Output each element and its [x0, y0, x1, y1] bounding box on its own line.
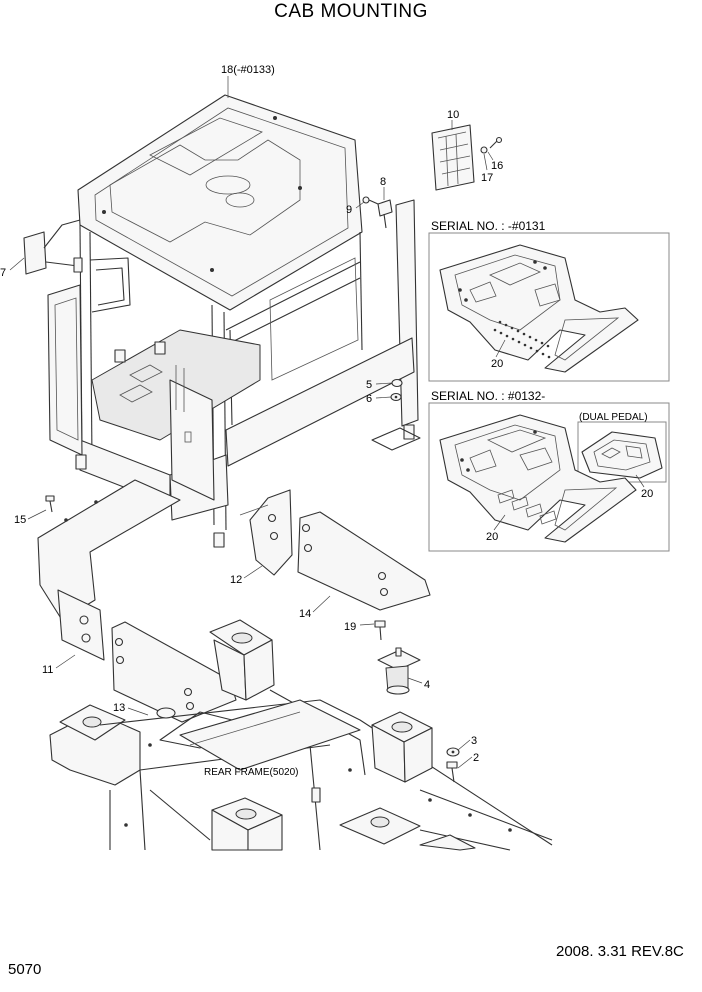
revision-date: 2008. 3.31 REV.8C	[556, 943, 684, 960]
inset-serial-0132: SERIAL NO. : #0132- (DUAL PEDAL)	[428, 389, 670, 552]
bolt-part-19	[374, 620, 386, 641]
dual-pedal-label: (DUAL PEDAL)	[579, 412, 648, 423]
callout-6: 6	[366, 393, 372, 405]
callout-12: 12	[230, 574, 242, 586]
inset-serial-0131: SERIAL NO. : -#0131	[428, 219, 670, 382]
callout-20-a: 20	[491, 358, 503, 370]
callout-7: 7	[0, 267, 6, 279]
mount-bracket-part-13	[111, 621, 237, 723]
cab-body	[47, 199, 421, 548]
callout-labels: 18(-#0133) 10 16 17 8 9 7 5 6 15 12 14 1…	[0, 64, 503, 778]
filter-part-10	[431, 124, 503, 191]
page-title: CAB MOUNTING	[274, 1, 428, 22]
callout-20-b-dual: 20	[641, 488, 653, 500]
callout-9: 9	[346, 204, 352, 216]
bracket-part-12	[239, 489, 293, 576]
inset-b-heading: SERIAL NO. : #0132-	[431, 389, 545, 403]
callout-4: 4	[424, 679, 430, 691]
callout-13: 13	[113, 702, 125, 714]
page-number: 5070	[8, 961, 42, 978]
rubber-mount-part-4	[377, 647, 421, 695]
cab-roof	[77, 94, 363, 311]
callout-20-b-main: 20	[486, 531, 498, 543]
callout-11: 11	[42, 664, 53, 676]
mount-plate-part-14	[297, 511, 431, 611]
callout-10: 10	[447, 109, 459, 121]
callout-3: 3	[471, 735, 477, 747]
floor-mat-part-20-a	[439, 244, 639, 373]
callout-19: 19	[344, 621, 356, 633]
frame-rail-part-11	[37, 479, 181, 661]
callout-15: 15	[14, 514, 26, 526]
leader-lines	[9, 76, 494, 769]
rear-frame	[49, 619, 553, 851]
callout-5: 5	[366, 379, 372, 391]
callout-2: 2	[473, 752, 479, 764]
mirror-part-7	[23, 219, 83, 275]
bolt-parts-8-9	[362, 196, 393, 229]
washer-parts-5-6	[390, 378, 403, 402]
callout-16: 16	[491, 160, 503, 172]
rear-frame-label: REAR FRAME(5020)	[204, 767, 298, 778]
washer-bolt-parts-3-2	[446, 747, 460, 783]
callout-14: 14	[299, 608, 311, 620]
callout-18: 18(-#0133)	[221, 64, 275, 76]
floor-mat-part-20-b	[439, 414, 637, 543]
dual-pedal-mat-detail	[581, 431, 663, 479]
bolt-part-15	[45, 495, 55, 513]
callout-17: 17	[481, 172, 493, 184]
callout-8: 8	[380, 176, 386, 188]
inset-a-heading: SERIAL NO. : -#0131	[431, 219, 546, 233]
